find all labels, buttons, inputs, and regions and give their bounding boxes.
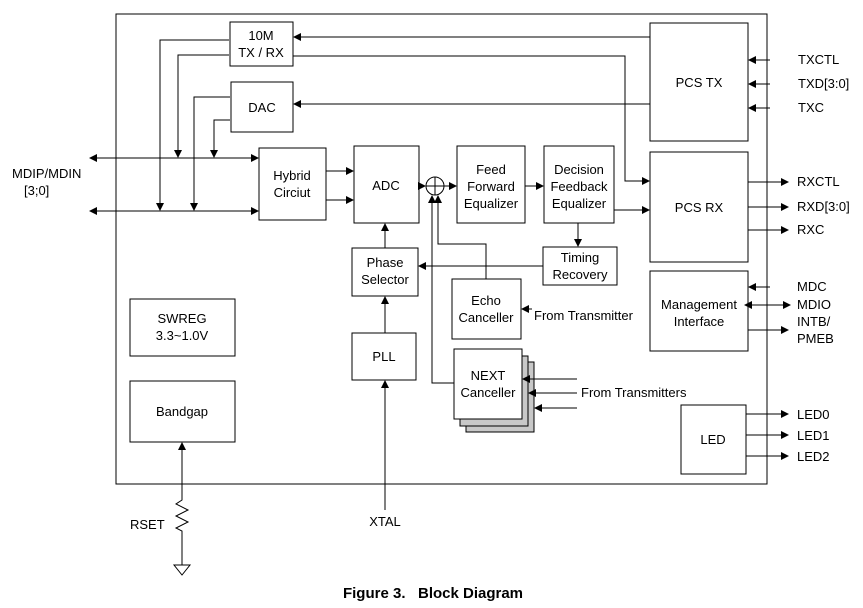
block-label: NEXT (471, 368, 506, 383)
label-from-transmitters: From Transmitters (581, 385, 687, 400)
label-txctl: TXCTL (798, 52, 839, 67)
block-management-interface: Management Interface (649, 270, 749, 352)
block-label: PLL (372, 349, 395, 364)
block-next-canceller: NEXT Canceller (453, 348, 535, 433)
block-timing-recovery: Timing Recovery (542, 246, 618, 286)
block-label: PCS TX (676, 75, 723, 90)
label-mdc: MDC (797, 279, 827, 294)
label-rxd: RXD[3:0] (797, 199, 850, 214)
block-label: Timing (561, 250, 600, 265)
label-pmeb: PMEB (797, 331, 834, 346)
block-hybrid-circuit: Hybrid Circiut (258, 147, 327, 221)
block-pcs-tx: PCS TX (649, 22, 749, 142)
block-label: ADC (372, 178, 399, 193)
label-mdio: MDIO (797, 297, 831, 312)
block-label: Phase (367, 255, 404, 270)
label-led0: LED0 (797, 407, 830, 422)
signal-labels: MDIP/MDIN [3;0] TXCTL TXD[3:0] TXC RXCTL… (12, 52, 850, 532)
resistor-icon (174, 490, 190, 565)
label-intb: INTB/ (797, 314, 831, 329)
label-rset: RSET (130, 517, 165, 532)
block-label: Feedback (550, 179, 608, 194)
block-bandgap: Bandgap (129, 380, 236, 443)
block-echo-canceller: Echo Canceller (451, 278, 522, 340)
block-swreg: SWREG 3.3~1.0V (129, 298, 236, 357)
figure-caption: Figure 3. Block Diagram (343, 585, 523, 602)
block-label: Hybrid (273, 168, 311, 183)
block-pcs-rx: PCS RX (649, 151, 749, 263)
block-label: PCS RX (675, 200, 724, 215)
block-label: SWREG (157, 311, 206, 326)
label-from-transmitter: From Transmitter (534, 308, 634, 323)
block-label: Equalizer (464, 196, 519, 211)
label-txd: TXD[3:0] (798, 76, 849, 91)
label-rxctl: RXCTL (797, 174, 840, 189)
label-rxc: RXC (797, 222, 824, 237)
label-txc: TXC (798, 100, 824, 115)
block-adc: ADC (353, 145, 420, 224)
summing-junction (425, 176, 445, 196)
block-label: DAC (248, 100, 275, 115)
block-dac: DAC (230, 81, 294, 133)
block-decision-feedback-equalizer: Decision Feedback Equalizer (543, 145, 615, 224)
block-feed-forward-equalizer: Feed Forward Equalizer (456, 145, 526, 224)
block-label: Selector (361, 272, 409, 287)
block-phase-selector: Phase Selector (351, 247, 419, 297)
block-label: Decision (554, 162, 604, 177)
label-mdi-bus-width: [3;0] (24, 183, 49, 198)
block-label: Bandgap (156, 404, 208, 419)
block-label: Equalizer (552, 196, 607, 211)
connections (89, 33, 791, 576)
block-label: Interface (674, 314, 725, 329)
block-label: 10M (248, 28, 273, 43)
ground-icon (172, 564, 192, 576)
block-label: LED (700, 432, 725, 447)
block-label: Circiut (274, 185, 311, 200)
block-10m-tx-rx: 10M TX / RX (229, 21, 294, 67)
label-mdi: MDIP/MDIN (12, 166, 81, 181)
label-led2: LED2 (797, 449, 830, 464)
block-pll: PLL (351, 332, 417, 381)
block-label: Feed (476, 162, 506, 177)
block-label: Forward (467, 179, 515, 194)
block-led: LED (680, 404, 747, 475)
block-label: 3.3~1.0V (156, 328, 209, 343)
label-xtal: XTAL (369, 514, 401, 529)
block-label: TX / RX (238, 45, 284, 60)
block-label: Canceller (459, 310, 515, 325)
block-label: Management (661, 297, 737, 312)
block-label: Canceller (461, 385, 517, 400)
block-label: Echo (471, 293, 501, 308)
label-led1: LED1 (797, 428, 830, 443)
block-label: Recovery (553, 267, 608, 282)
